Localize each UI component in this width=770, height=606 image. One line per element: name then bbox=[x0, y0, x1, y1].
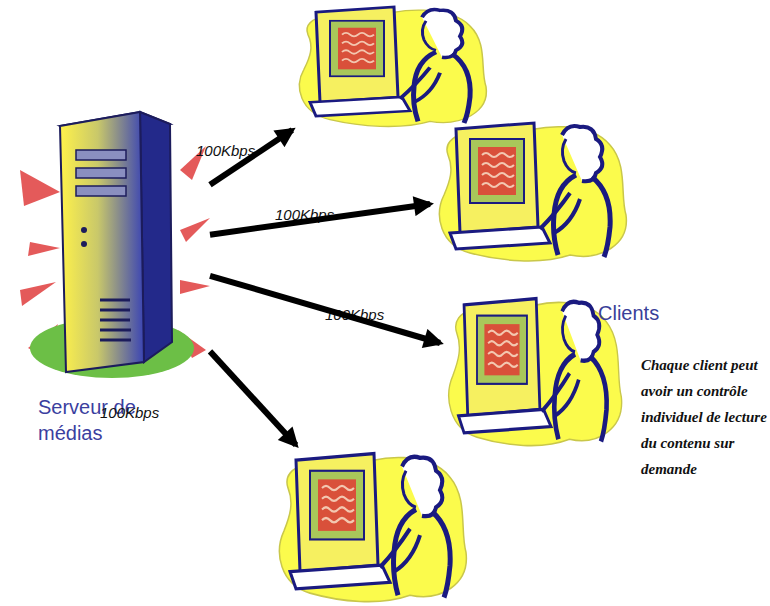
person-face bbox=[402, 471, 416, 507]
screen-content bbox=[478, 147, 516, 195]
server-side bbox=[140, 112, 172, 362]
signal-ray bbox=[28, 242, 60, 256]
stream-arrow bbox=[210, 276, 440, 343]
drive-slot bbox=[76, 186, 126, 196]
signal-ray bbox=[180, 280, 210, 294]
person-hair bbox=[562, 126, 602, 181]
bitrate-label: 100Kbps bbox=[196, 142, 255, 159]
person-arm bbox=[400, 68, 440, 103]
person-body bbox=[414, 52, 471, 123]
screen-squiggles bbox=[482, 153, 514, 187]
media-server: Serveur de médias bbox=[20, 110, 210, 455]
drive-slot bbox=[76, 168, 126, 178]
power-led bbox=[81, 241, 87, 247]
client-illustration bbox=[440, 290, 625, 450]
signal-ray bbox=[180, 218, 210, 242]
stream-arrow bbox=[210, 351, 296, 445]
monitor-screen bbox=[477, 316, 527, 384]
monitor-screen bbox=[330, 21, 384, 76]
screen-squiggles bbox=[322, 486, 354, 522]
server-front bbox=[60, 112, 144, 372]
group-label: Clients bbox=[598, 302, 659, 325]
vent-grille bbox=[100, 300, 131, 340]
keyboard bbox=[459, 409, 552, 432]
screen-content bbox=[318, 479, 356, 531]
person-arm bbox=[380, 529, 420, 572]
person-hair bbox=[402, 457, 442, 516]
monitor-body bbox=[456, 123, 538, 233]
person-arm bbox=[542, 373, 579, 416]
monitor-body bbox=[464, 299, 540, 416]
client-station bbox=[290, 0, 490, 130]
person-face bbox=[422, 21, 436, 50]
power-led bbox=[81, 227, 87, 233]
client-station bbox=[440, 290, 625, 450]
signal-ray bbox=[20, 170, 60, 206]
person-body bbox=[554, 354, 606, 441]
monitor-screen bbox=[310, 471, 364, 540]
person-hair bbox=[422, 10, 462, 58]
monitor-body bbox=[296, 454, 378, 572]
person-arm bbox=[540, 193, 580, 233]
drive-slot bbox=[76, 150, 126, 160]
person-hair bbox=[562, 302, 599, 361]
screen-content bbox=[338, 28, 376, 70]
screen-squiggles bbox=[488, 331, 518, 367]
client-illustration bbox=[430, 115, 630, 265]
monitor-screen bbox=[470, 139, 524, 203]
person-face bbox=[562, 316, 575, 352]
monitor-body bbox=[316, 7, 398, 102]
client-illustration bbox=[270, 445, 470, 606]
screen-squiggles bbox=[342, 33, 374, 62]
bitrate-label: 100Kbps bbox=[100, 404, 159, 421]
stream-arrow bbox=[210, 204, 430, 235]
person-face bbox=[562, 139, 576, 173]
note-text: Chaque client peut avoir un contrôle ind… bbox=[641, 352, 769, 482]
client-station bbox=[270, 445, 470, 606]
keyboard bbox=[450, 227, 550, 249]
keyboard bbox=[310, 97, 410, 116]
signal-ray bbox=[20, 282, 56, 306]
person-body bbox=[554, 175, 611, 257]
keyboard bbox=[290, 565, 390, 589]
person-body bbox=[394, 509, 451, 597]
client-station bbox=[430, 115, 630, 265]
screen-content bbox=[484, 324, 519, 375]
client-illustration bbox=[290, 0, 490, 130]
